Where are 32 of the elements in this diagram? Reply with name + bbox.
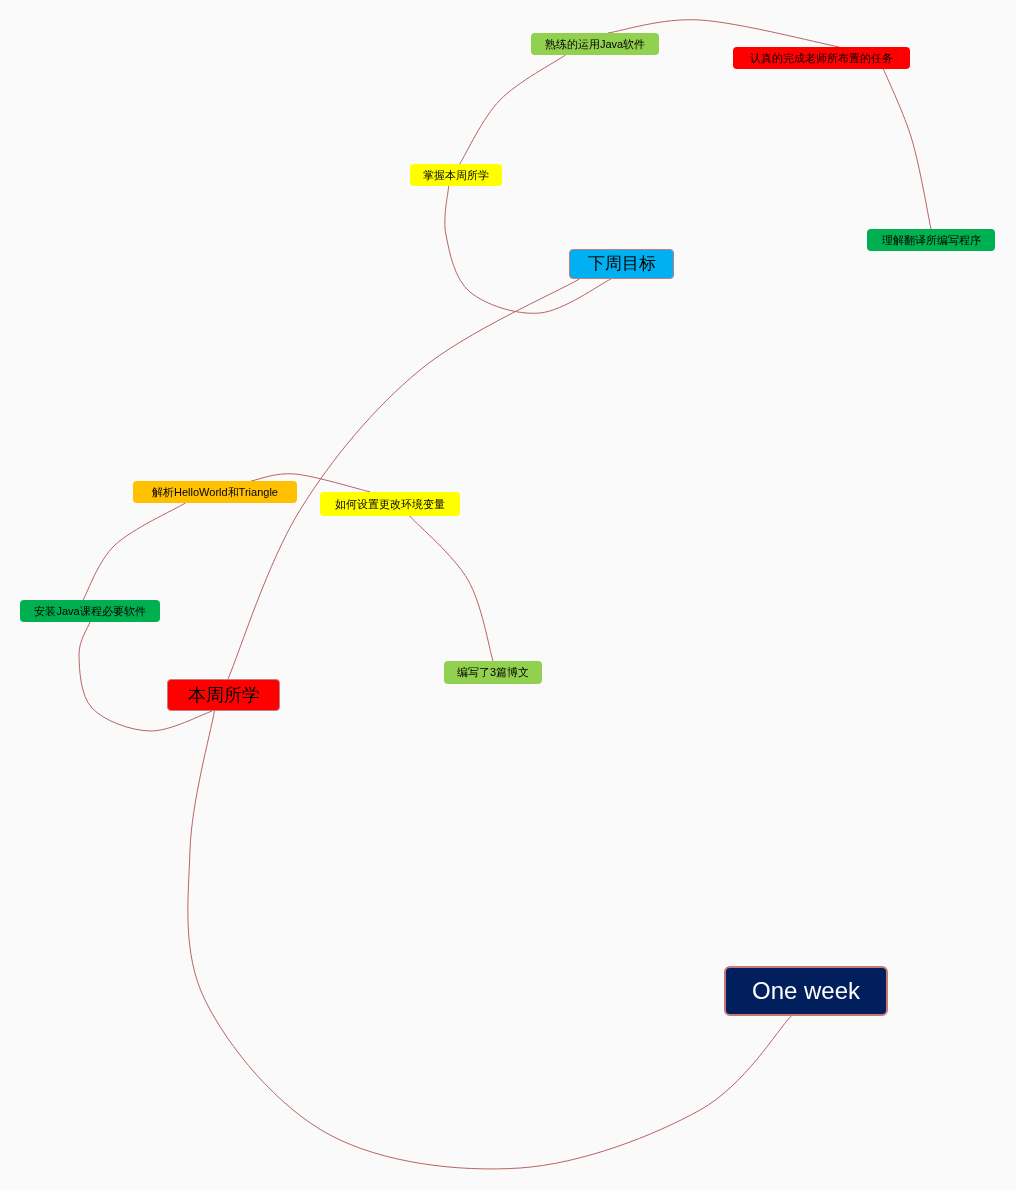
main-topic-box — [167, 679, 280, 711]
connector-curve — [250, 473, 371, 493]
topic-text: 本周所学 — [187, 683, 260, 707]
subtopic-box — [320, 492, 460, 516]
subtopic-box — [133, 481, 297, 503]
main-topic-box — [569, 249, 674, 279]
connector-curve — [187, 710, 792, 1170]
subtopic-box — [733, 47, 910, 69]
topic-text: One week — [751, 976, 861, 1006]
topic-text: 下周目标 — [587, 253, 656, 276]
root-topic-box — [724, 966, 888, 1016]
topic-text: 理解翻译所编写程序 — [881, 232, 981, 248]
topic-text: 熟练的运用Java软件 — [544, 36, 646, 52]
subtopic-box — [410, 164, 502, 186]
subtopic-box — [531, 33, 659, 55]
subtopic-box — [867, 229, 995, 251]
connector-curve — [882, 68, 932, 230]
topic-text: 认真的完成老师所布置的任务 — [750, 50, 893, 66]
connector-curve — [227, 278, 580, 680]
topic-text: 掌握本周所学 — [423, 167, 489, 183]
connector-curve — [459, 54, 567, 165]
subtopic-box — [444, 661, 542, 684]
connector-curve — [607, 19, 840, 48]
connector-curve — [444, 185, 612, 314]
connector-curve — [409, 515, 494, 662]
topic-text: 如何设置更改环境变量 — [335, 496, 445, 512]
topic-text: 编写了3篇博文 — [456, 665, 530, 681]
topic-text: 解析HelloWorld和Triangle — [152, 484, 278, 500]
connector-curve — [82, 502, 186, 601]
topic-text: 安装Java课程必要软件 — [34, 603, 146, 619]
subtopic-box — [20, 600, 160, 622]
connector-curve — [78, 621, 213, 732]
